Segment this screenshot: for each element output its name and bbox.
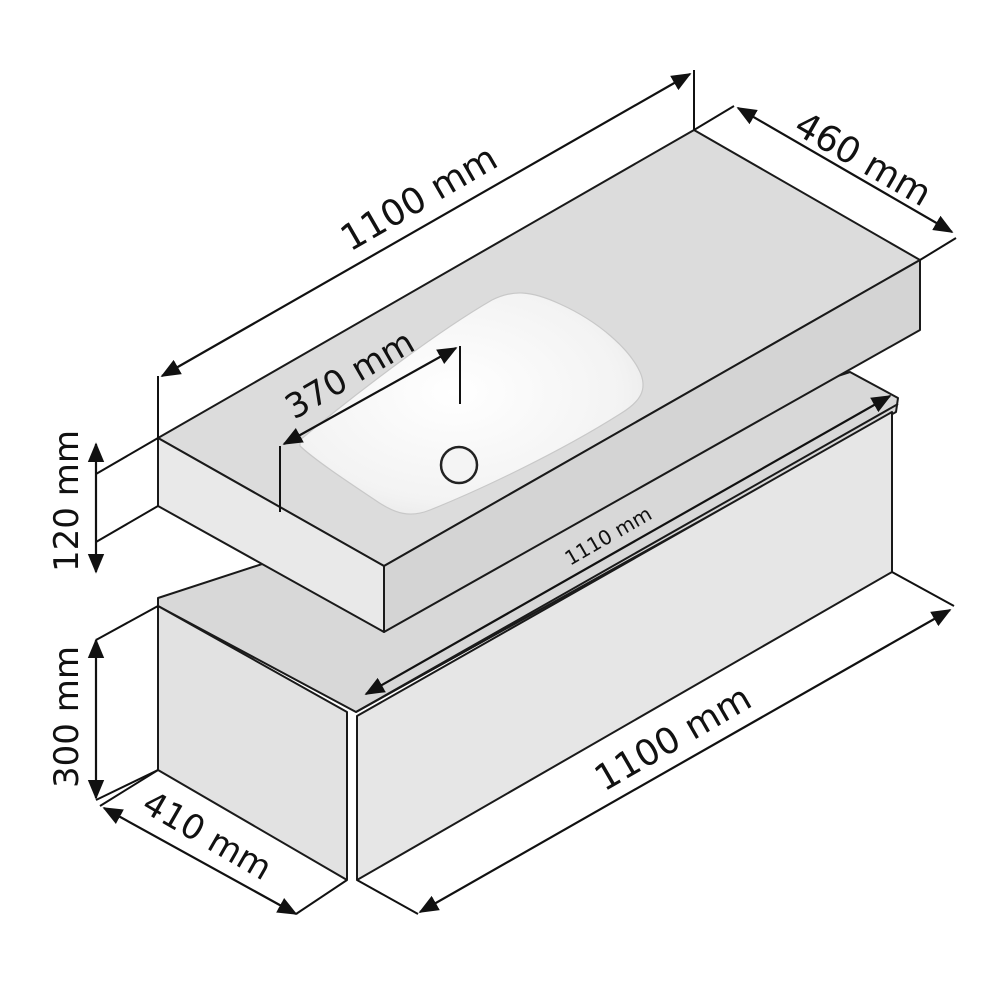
dimension-cabinet-height: 300 mm [47, 605, 159, 801]
drain-icon [439, 445, 479, 485]
label-top-length: 1100 mm [334, 138, 504, 260]
label-cabinet-height: 300 mm [47, 646, 87, 788]
label-top-height: 120 mm [47, 430, 87, 572]
dimension-top-height: 120 mm [47, 430, 159, 574]
